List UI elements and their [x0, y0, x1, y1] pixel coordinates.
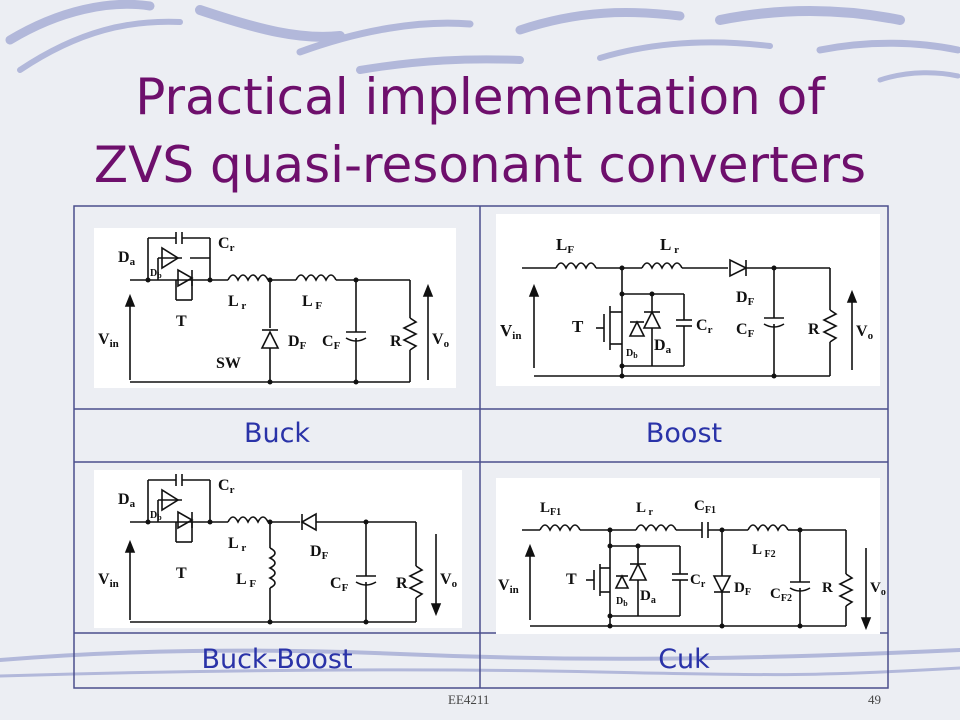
buck-label-SW: SW [216, 355, 241, 372]
cell-label-cuk: Cuk [658, 644, 710, 675]
cuk-label-T: T [566, 571, 577, 588]
cuk-label-Db: Db [616, 596, 628, 608]
buck-label-R: R [390, 333, 402, 350]
slide-title-line1: Practical implementation of [135, 68, 825, 126]
footer-course-code: EE4211 [448, 692, 490, 707]
buck-boost-label-R: R [396, 575, 408, 592]
buck-boost-circuit: Da Db Cr L r L F T Vin DF CF R Vo [94, 470, 462, 628]
cuk-label-Vo: Vo [870, 580, 886, 598]
cell-label-boost: Boost [645, 418, 723, 449]
footer-page-number: 49 [868, 692, 881, 707]
cell-label-buck: Buck [243, 418, 311, 449]
buck-boost-label-T: T [176, 565, 187, 582]
buck-label-Db: Db [150, 268, 162, 280]
buck-circuit: Da Db Cr L r L F T Vin SW DF CF R Vo [94, 228, 456, 388]
cell-label-buck-boost: Buck-Boost [201, 644, 353, 675]
boost-circuit: LF L r Vin T Db Da Cr DF CF R Vo [496, 214, 880, 386]
boost-label-Db: Db [626, 348, 638, 360]
slide-title-line2: ZVS quasi-resonant converters [93, 136, 867, 194]
cuk-label-R: R [822, 580, 833, 596]
cuk-circuit: LF1 L r CF1 L F2 Vin T Db Da Cr DF CF2 R… [496, 478, 886, 634]
buck-label-T: T [176, 313, 187, 330]
buck-boost-label-Db: Db [150, 510, 162, 522]
boost-label-R: R [808, 321, 820, 338]
boost-label-T: T [572, 317, 584, 336]
table-border [73, 205, 889, 689]
